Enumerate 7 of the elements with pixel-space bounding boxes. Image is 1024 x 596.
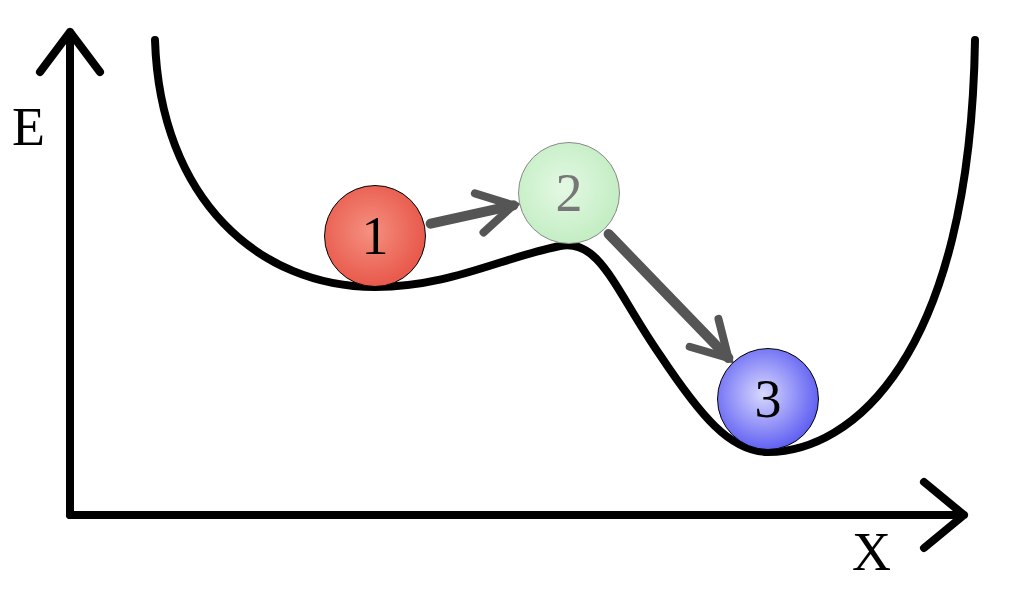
ball-number: 1 [361, 209, 389, 263]
axis-label: X [852, 525, 891, 579]
axis-label: E [12, 100, 45, 154]
ball-number: 3 [754, 372, 782, 426]
ball-number: 2 [555, 166, 583, 220]
arrow [425, 189, 519, 237]
arrow [603, 229, 734, 363]
